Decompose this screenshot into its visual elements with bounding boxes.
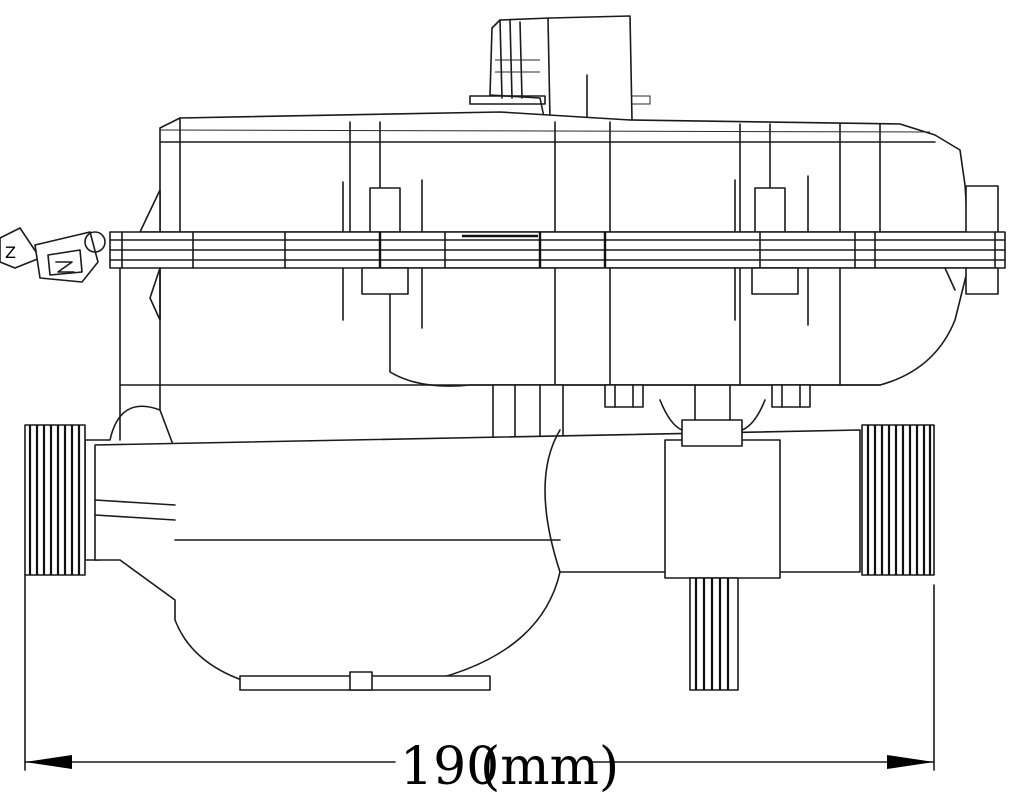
register-cap bbox=[469, 15, 651, 123]
left-arrow-icon bbox=[25, 755, 72, 769]
dimension-unit: (mm) bbox=[480, 737, 619, 797]
right-thread bbox=[861, 424, 935, 576]
upper-housing bbox=[139, 111, 999, 235]
right-arrow-icon bbox=[887, 755, 934, 769]
flange-bar bbox=[109, 231, 1006, 269]
seal-tag-label: Z bbox=[5, 243, 16, 262]
pipe-body bbox=[84, 384, 861, 691]
lower-housing bbox=[119, 267, 999, 444]
left-thread bbox=[24, 424, 86, 576]
dimension-line: 190 (mm) bbox=[24, 574, 935, 797]
seal-tag: Z bbox=[0, 227, 106, 283]
dimension-value: 190 bbox=[400, 737, 499, 797]
